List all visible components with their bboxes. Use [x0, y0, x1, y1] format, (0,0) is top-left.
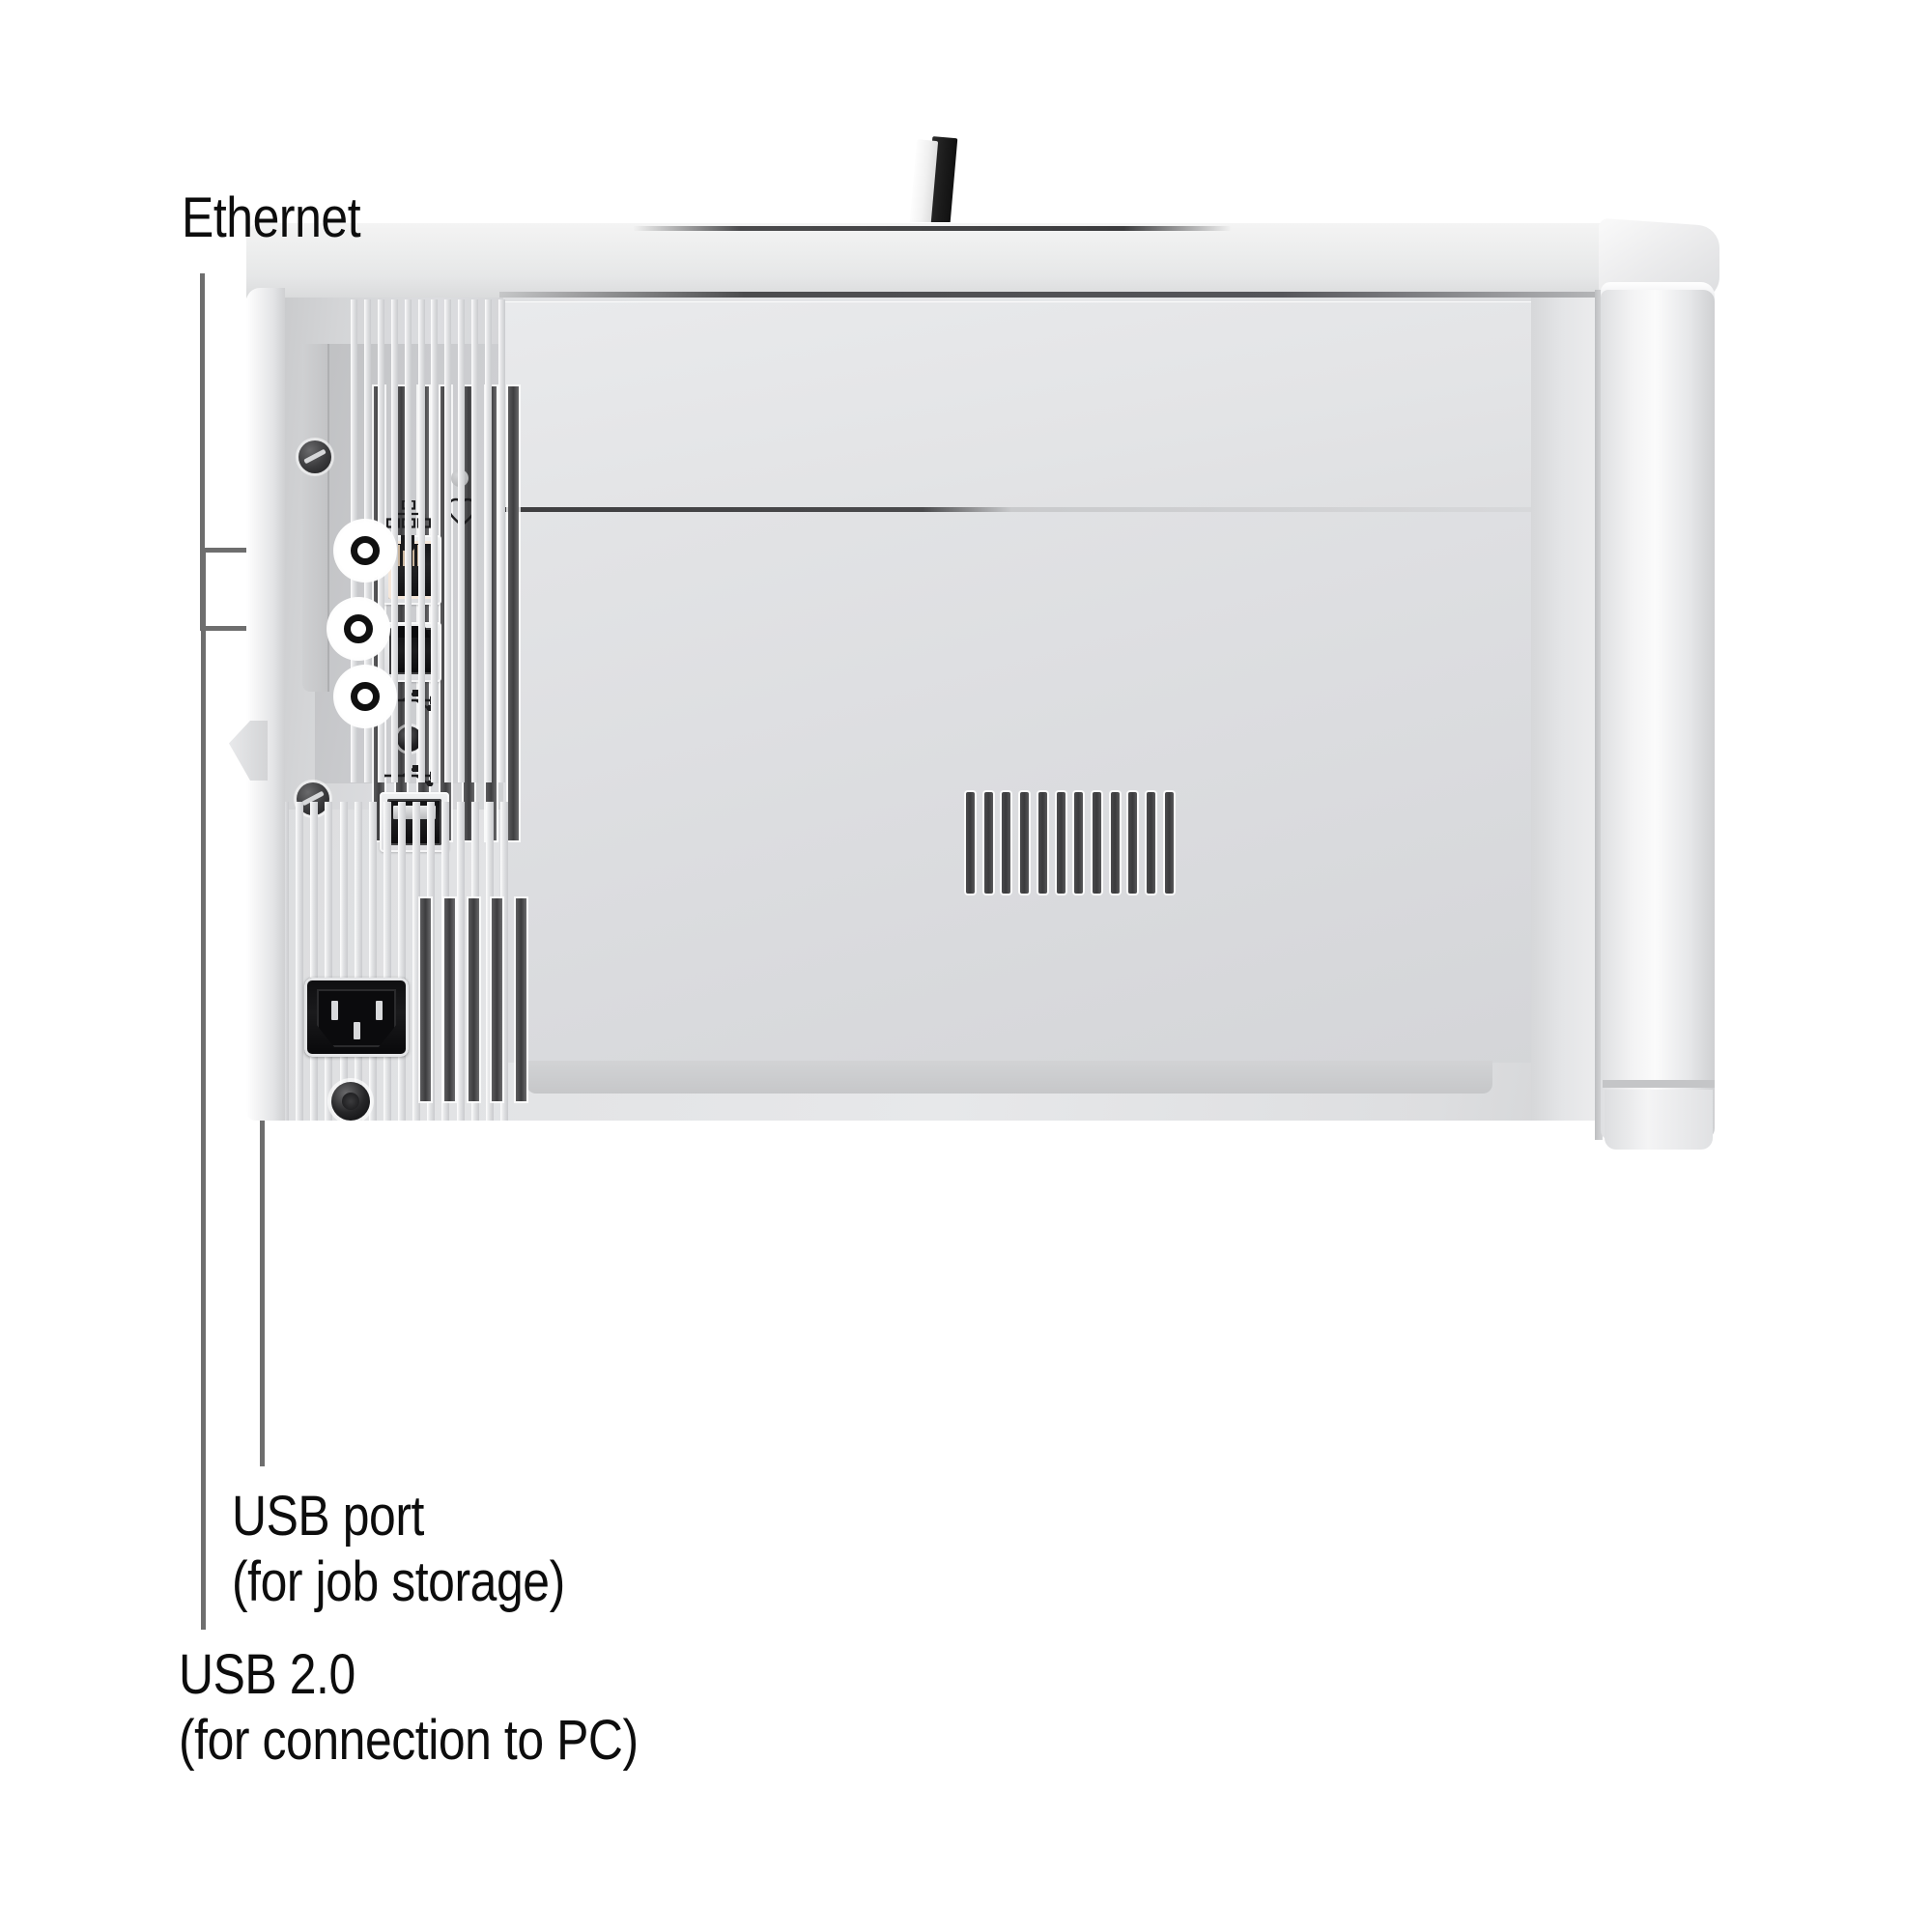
chassis-base-lip — [526, 1061, 1492, 1094]
right-tower-gap — [1603, 1080, 1715, 1088]
right-tower-seam — [1595, 290, 1603, 1140]
vent-slot — [1037, 792, 1047, 894]
vent-slot — [396, 386, 408, 840]
vent-slot — [463, 386, 474, 840]
lower-dark-vent-grille — [420, 898, 526, 1101]
vent-slot — [507, 386, 519, 840]
rib — [499, 802, 508, 1121]
vent-slot — [1020, 792, 1030, 894]
vent-slot — [1110, 792, 1120, 894]
rib — [412, 802, 421, 1121]
rib — [471, 299, 479, 782]
vent-slot — [516, 898, 526, 1101]
vent-slot — [983, 792, 993, 894]
power-pin-ground — [354, 1022, 360, 1039]
left-release-tab[interactable] — [229, 721, 268, 781]
top-lid-seam — [633, 226, 1232, 231]
vent-slot — [1164, 792, 1174, 894]
vent-slot — [492, 898, 503, 1101]
thumbscrew-icon[interactable] — [298, 440, 331, 473]
vent-slot — [1056, 792, 1065, 894]
vent-slot — [1074, 792, 1084, 894]
leader-line-usb-pc-vertical — [201, 548, 206, 1630]
vent-slot — [966, 792, 975, 894]
rib — [431, 299, 439, 782]
vent-slot — [1128, 792, 1138, 894]
rib — [485, 299, 493, 782]
rear-door-mid-seam — [499, 507, 1612, 512]
vent-slot — [1147, 792, 1156, 894]
lower-rib-vents — [281, 802, 508, 1121]
callout-label-usb-storage: USB port (for job storage) — [232, 1485, 565, 1614]
callout-marker-usb-pc — [333, 519, 397, 582]
rib — [427, 802, 436, 1121]
rib — [417, 299, 425, 782]
rear-door-top-seam — [499, 292, 1612, 298]
rib — [444, 299, 452, 782]
vent-slot — [1002, 792, 1011, 894]
printer-rear-view — [229, 136, 1753, 1150]
rib — [456, 802, 465, 1121]
power-inlet[interactable] — [304, 978, 409, 1057]
rib — [281, 802, 289, 1121]
vent-slot — [420, 898, 431, 1101]
rib — [458, 299, 466, 782]
vent-slot — [1093, 792, 1102, 894]
rib — [310, 802, 319, 1121]
right-side-cover[interactable] — [1601, 290, 1715, 1140]
rib — [398, 802, 406, 1121]
callout-marker-ethernet — [327, 597, 390, 661]
rib — [339, 802, 348, 1121]
rib — [354, 802, 362, 1121]
center-vent-grille — [966, 792, 1174, 894]
power-pin — [376, 1001, 383, 1020]
rib — [383, 802, 391, 1121]
rib — [368, 802, 377, 1121]
formatter-plate-notch — [302, 344, 329, 692]
rib — [404, 299, 412, 782]
rear-door-upper-panel[interactable] — [499, 301, 1610, 509]
rib — [497, 299, 505, 782]
right-inner-edge — [1531, 298, 1601, 1121]
vent-slot — [468, 898, 479, 1101]
rib — [485, 802, 494, 1121]
right-tower-bottom-cap — [1605, 1090, 1713, 1150]
callout-label-ethernet: Ethernet — [182, 186, 361, 249]
callout-marker-usb-storage — [333, 665, 397, 728]
callout-label-usb-pc: USB 2.0 (for connection to PC) — [179, 1643, 639, 1773]
leader-line-ethernet-vertical — [200, 273, 205, 631]
rear-door-lower-panel[interactable] — [499, 512, 1610, 1063]
left-chassis-edge — [246, 288, 285, 1121]
bottom-round-port[interactable] — [331, 1082, 370, 1121]
rib — [325, 802, 333, 1121]
vent-slot — [443, 898, 455, 1101]
power-pin — [331, 1001, 338, 1020]
rib — [296, 802, 304, 1121]
